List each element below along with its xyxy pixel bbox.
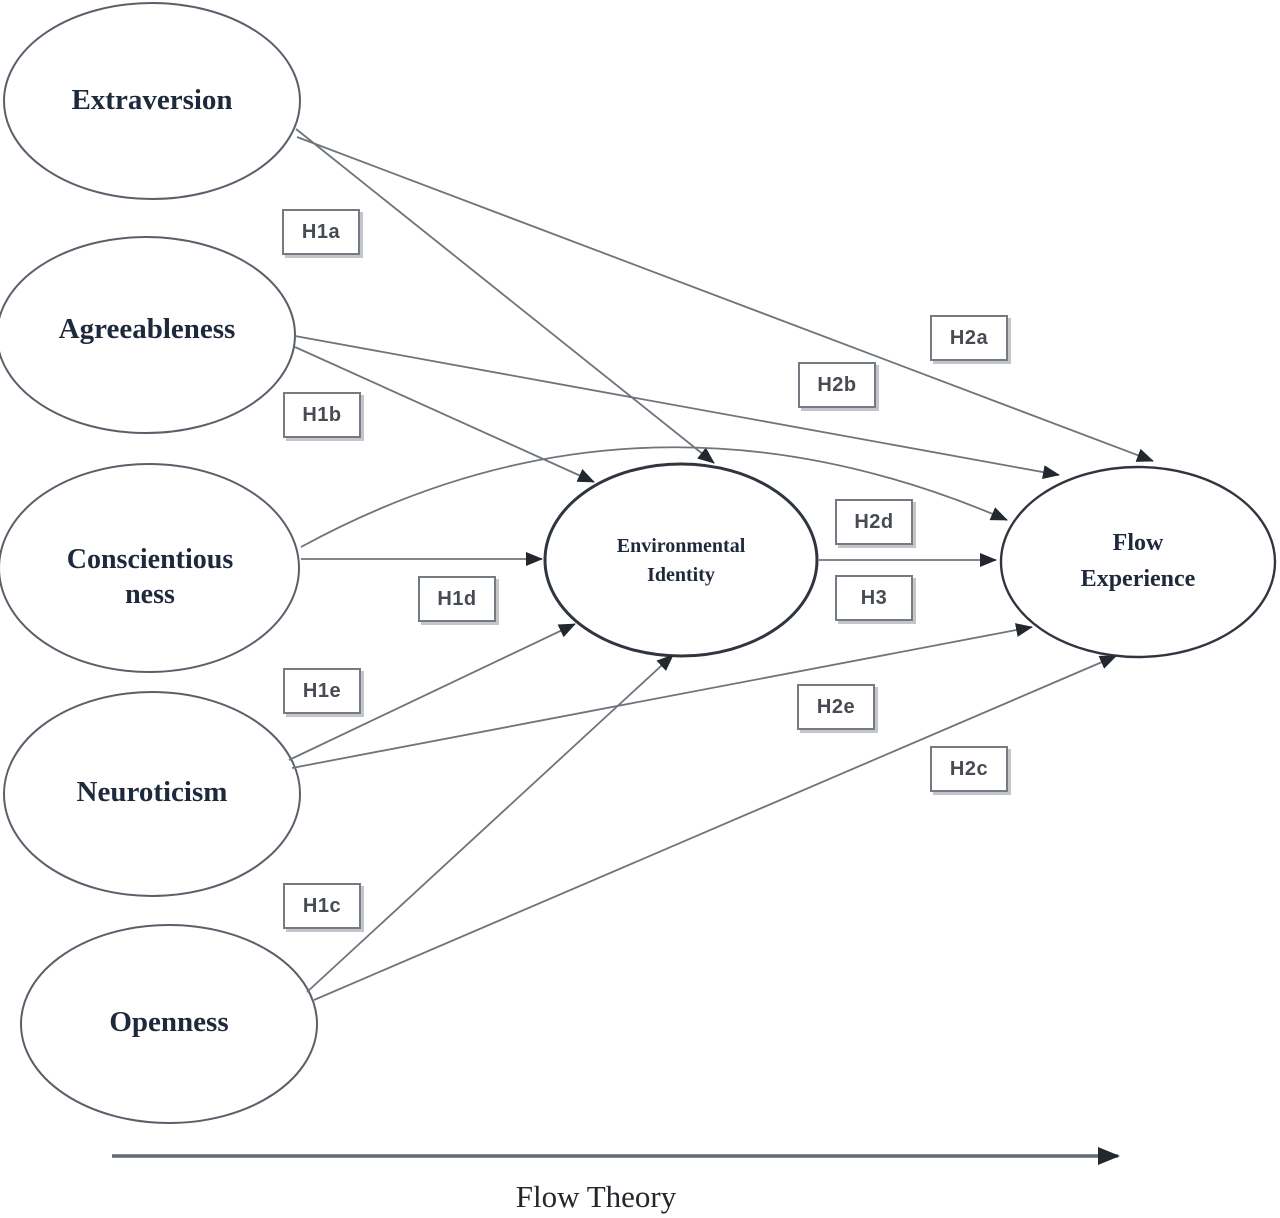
- flow-experience-line-1: Flow: [1112, 530, 1164, 556]
- arrow-h2d-conscientiousness-to-flow-experience: [300, 446, 1008, 548]
- arrow-h2b-agreeableness-to-flow-experience: [294, 335, 1060, 480]
- node-label-extraversion: Extraversion: [71, 83, 233, 116]
- environmental-identity-line-1: Environmental: [616, 535, 746, 557]
- flow-experience-ellipse: [999, 465, 1277, 659]
- hypothesis-label-h1b: H1b: [283, 392, 361, 438]
- arrow-h1a-extraversion-to-environmental-identity: [295, 128, 715, 464]
- hypothesis-label-h1e: H1e: [283, 668, 361, 714]
- arrow-h1c-openness-to-environmental-identity: [306, 654, 674, 993]
- flow-experience-line-2: Experience: [1080, 566, 1196, 592]
- arrow-h2c-openness-to-flow-experience: [313, 655, 1117, 1001]
- conscientiousness-line-1: Conscientious: [66, 544, 234, 575]
- extraversion-ellipse: [3, 2, 301, 200]
- hypothesis-label-h1c: H1c: [283, 883, 361, 929]
- openness-ellipse: [20, 924, 318, 1124]
- node-label-environmental-identity: Environmental Identity: [617, 532, 746, 590]
- node-label-neuroticism: Neuroticism: [76, 775, 228, 808]
- flow-theory-axis-label: Flow Theory: [515, 1179, 677, 1214]
- environmental-identity-ellipse: [543, 462, 819, 658]
- hypothesis-label-h2c: H2c: [930, 746, 1008, 792]
- conscientiousness-ellipse: [0, 463, 300, 673]
- arrow-h2a-extraversion-to-flow-experience: [296, 136, 1154, 462]
- node-label-conscientiousness: Conscientious ness: [67, 542, 233, 612]
- conscientiousness-line-2: ness: [125, 579, 175, 610]
- agreeableness-ellipse: [0, 236, 296, 434]
- hypothesis-label-h1a: H1a: [282, 209, 360, 255]
- neuroticism-ellipse: [3, 691, 301, 897]
- node-label-flow-experience: Flow Experience: [1081, 525, 1196, 597]
- node-label-openness: Openness: [109, 1005, 229, 1038]
- hypothesis-label-h1d: H1d: [418, 576, 496, 622]
- hypothesis-label-h2b: H2b: [798, 362, 876, 408]
- environmental-identity-line-2: Identity: [647, 564, 715, 586]
- arrow-h2e-neuroticism-to-flow-experience: [291, 623, 1033, 769]
- arrow-h1e-neuroticism-to-environmental-identity: [288, 623, 576, 761]
- hypothesis-label-h2d: H2d: [835, 499, 913, 545]
- node-label-agreeableness: Agreeableness: [58, 312, 236, 345]
- hypothesis-label-h2e: H2e: [797, 684, 875, 730]
- hypothesis-label-h2a: H2a: [930, 315, 1008, 361]
- hypothesis-label-h3: H3: [835, 575, 913, 621]
